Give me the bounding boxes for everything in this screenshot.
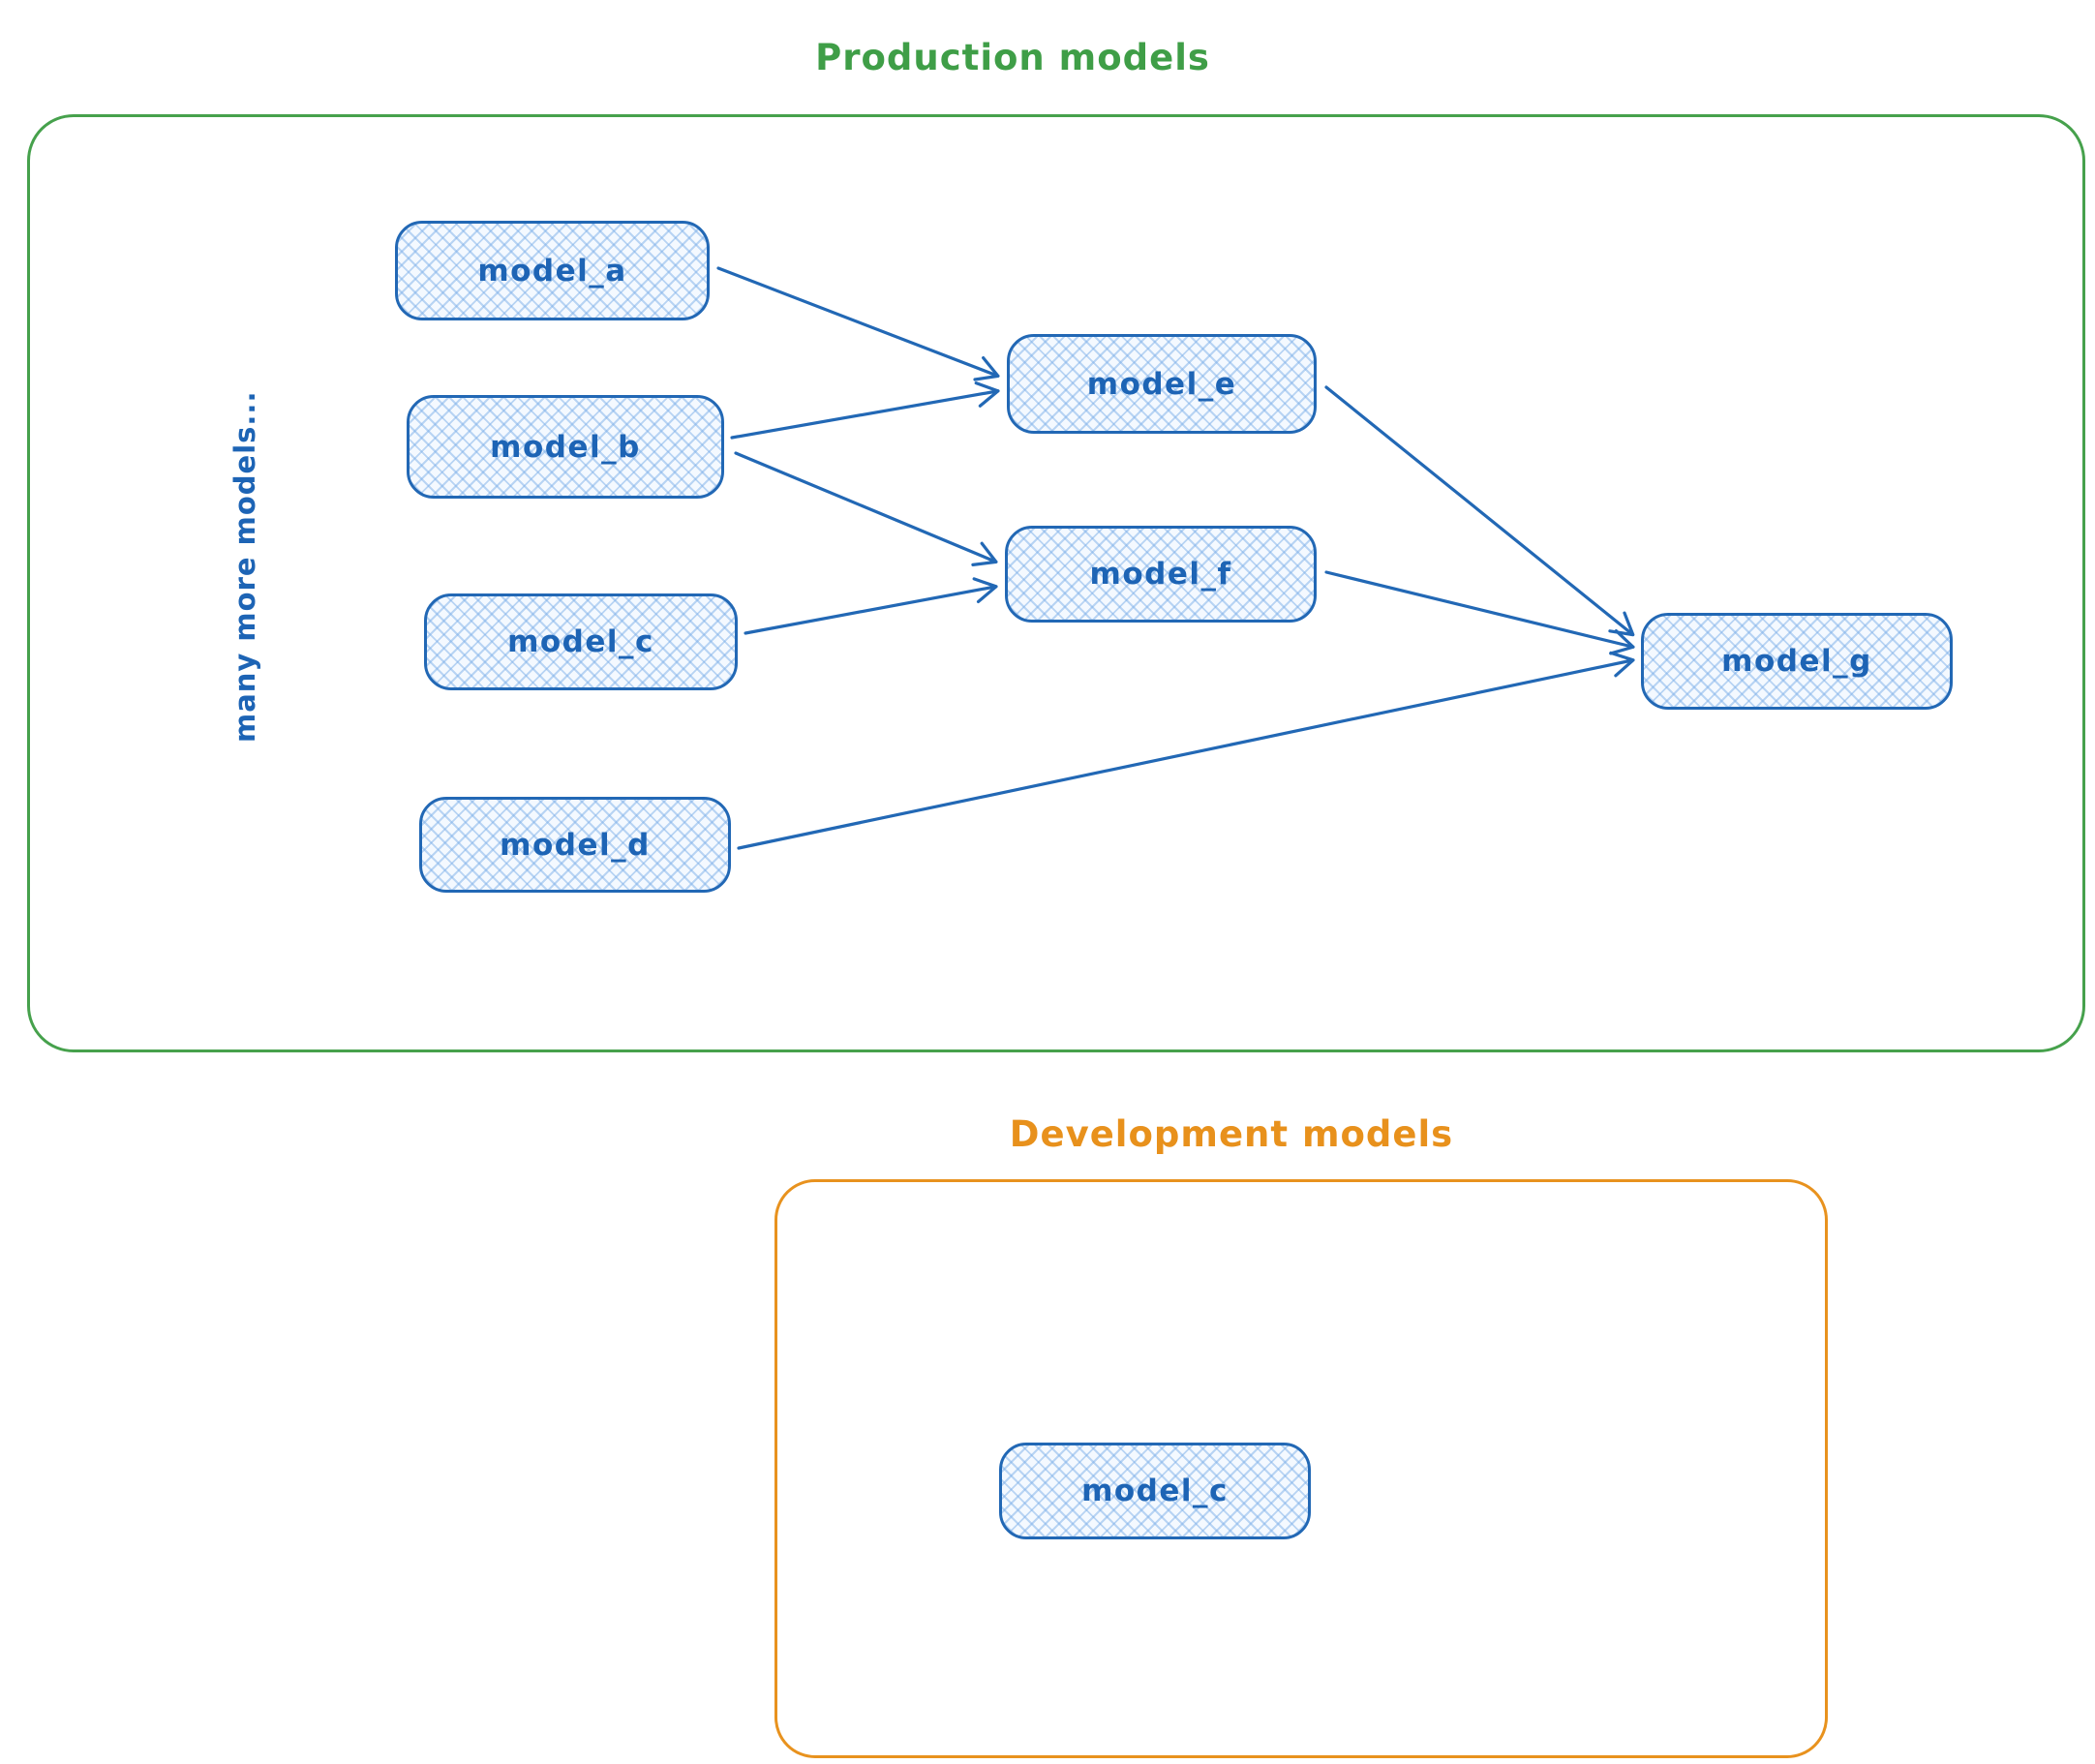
node-model-d: model_d bbox=[419, 797, 731, 893]
node-model-c-dev: model_c bbox=[999, 1443, 1311, 1539]
node-model-f-label: model_f bbox=[1089, 557, 1232, 592]
node-model-c-label: model_c bbox=[507, 624, 654, 659]
node-model-b-label: model_b bbox=[490, 429, 641, 465]
node-model-d-label: model_d bbox=[500, 827, 651, 863]
node-model-b: model_b bbox=[407, 395, 724, 499]
node-model-g-label: model_g bbox=[1721, 644, 1872, 679]
node-model-c: model_c bbox=[424, 593, 738, 690]
development-group-title: Development models bbox=[1009, 1113, 1454, 1155]
node-model-a: model_a bbox=[395, 221, 710, 320]
node-model-a-label: model_a bbox=[477, 253, 627, 289]
node-model-e: model_e bbox=[1007, 334, 1317, 434]
development-group-box bbox=[774, 1179, 1828, 1758]
production-group-title: Production models bbox=[815, 37, 1210, 78]
production-group-box bbox=[27, 114, 2085, 1052]
node-model-g: model_g bbox=[1641, 613, 1953, 710]
many-more-models-label: many more models... bbox=[228, 390, 261, 743]
node-model-c-dev-label: model_c bbox=[1081, 1474, 1229, 1508]
node-model-f: model_f bbox=[1005, 526, 1317, 623]
node-model-e-label: model_e bbox=[1086, 366, 1237, 402]
